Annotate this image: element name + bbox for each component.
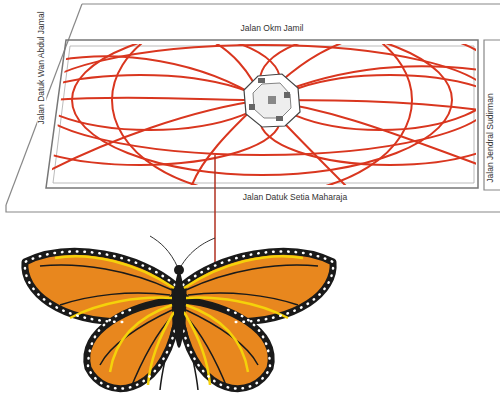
street-name: Jalan Okm Jamil <box>239 24 306 33</box>
butterfly <box>25 236 333 390</box>
street-name: Jalan Datuk Setia Maharaja <box>241 193 349 202</box>
street-name: Jalan Jendral Sudirman <box>486 91 495 184</box>
street-name: Jalan Datuk Wan Abdul Jamal <box>37 9 46 126</box>
building <box>244 74 300 127</box>
